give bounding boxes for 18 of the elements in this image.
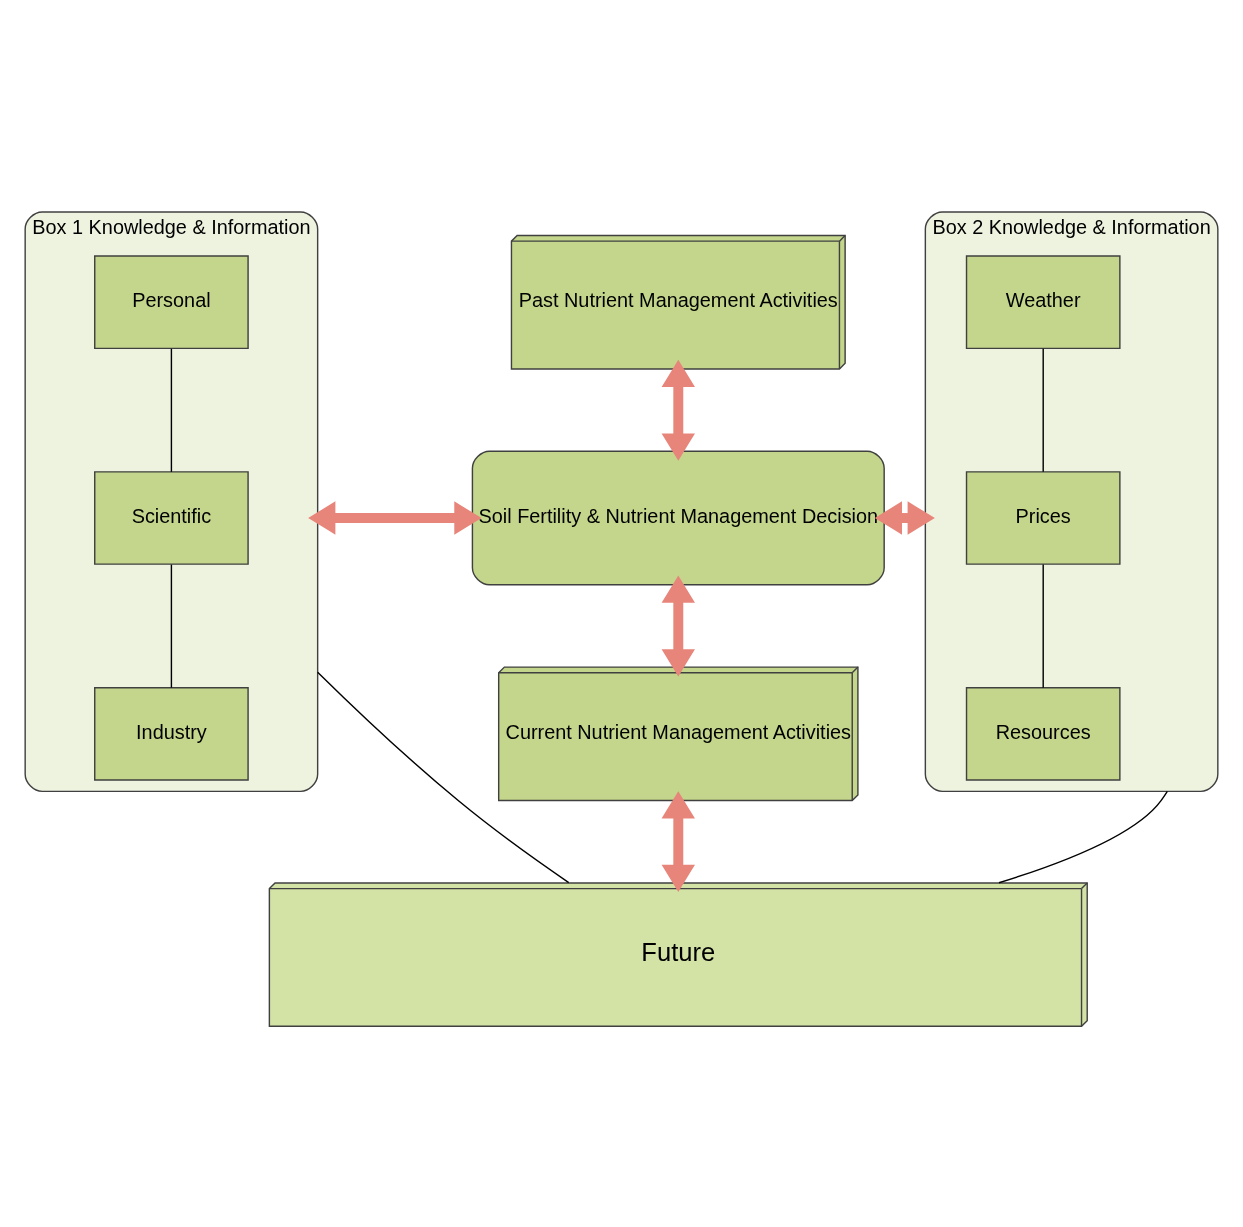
arrow [661, 359, 695, 461]
connector [1042, 563, 1044, 689]
connector [170, 563, 173, 689]
node-box: Prices [965, 471, 1121, 565]
arrow [661, 791, 695, 893]
connector [170, 348, 173, 473]
node-box: Personal [94, 255, 249, 350]
node-box: Resources [965, 687, 1121, 781]
node-box: Weather [965, 255, 1121, 350]
connector [998, 790, 1169, 884]
arrow [661, 575, 695, 677]
node-box: Scientific [94, 471, 249, 565]
connector [1042, 348, 1044, 473]
arrow [308, 501, 482, 535]
connector [316, 671, 570, 884]
arrow [874, 501, 935, 535]
node-box: Industry [94, 687, 249, 781]
node-box: Soil Fertility & Nutrient Management Decision [471, 450, 885, 586]
